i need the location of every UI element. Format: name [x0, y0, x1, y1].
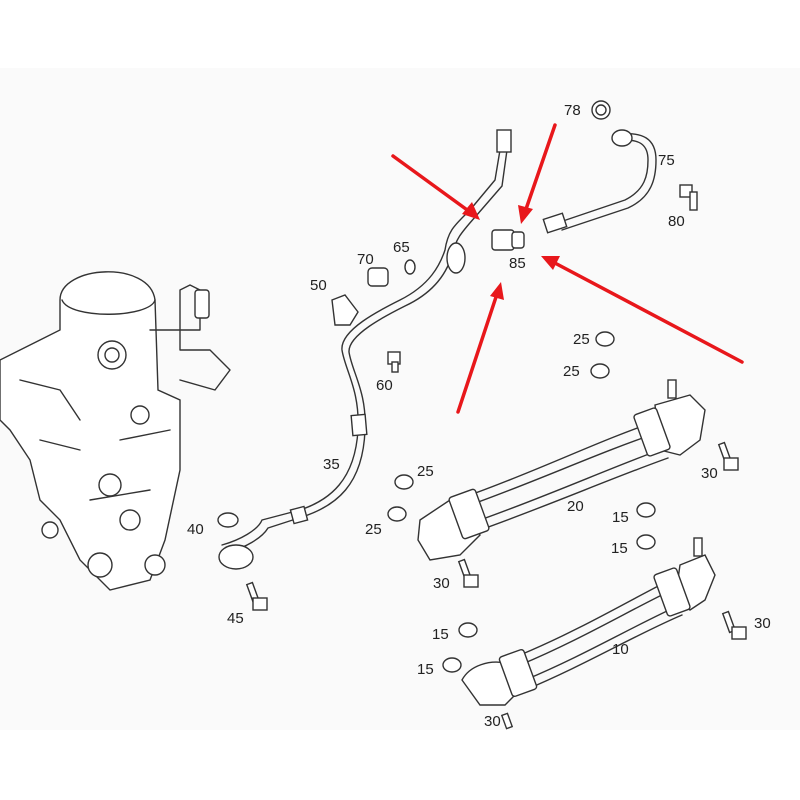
part-label: 40 [187, 521, 204, 538]
pipe-nut [496, 129, 512, 153]
part-label: 25 [365, 521, 382, 538]
hose-assembly-10 [461, 537, 716, 706]
pipe-banjo [218, 544, 254, 570]
part-label: 25 [563, 363, 580, 380]
bolts [245, 184, 747, 730]
part-label: 30 [754, 615, 771, 632]
part-label: 25 [573, 331, 590, 348]
part-label: 30 [701, 465, 718, 482]
part-label: 78 [564, 102, 581, 119]
part-label: 10 [612, 641, 629, 658]
fuel-line-35 [221, 149, 501, 546]
part-label: 35 [323, 456, 340, 473]
hose-assembly-20 [417, 379, 706, 561]
highlight-arrows [391, 123, 744, 414]
part-label: 60 [376, 377, 393, 394]
part-label: 70 [357, 251, 374, 268]
part-label: 50 [310, 277, 327, 294]
part-labels: 78 75 80 70 65 50 85 60 25 25 35 25 25 2… [187, 102, 771, 730]
part-label: 75 [658, 152, 675, 169]
part-label: 25 [417, 463, 434, 480]
part-label: 65 [393, 239, 410, 256]
part-label: 80 [668, 213, 685, 230]
sealing-washers [217, 331, 656, 673]
page-margin [0, 732, 800, 800]
fuel-line-75 [559, 139, 649, 223]
part-label: 85 [509, 255, 526, 272]
part-label: 15 [417, 661, 434, 678]
part-label: 15 [611, 540, 628, 557]
part-label: 15 [432, 626, 449, 643]
part-label: 15 [612, 509, 629, 526]
part-label: 45 [227, 610, 244, 627]
part-label: 30 [433, 575, 450, 592]
pipe-banjo [446, 242, 466, 274]
fuel-pump-assembly [0, 271, 231, 591]
part-label-cropped: 30 [484, 713, 501, 730]
part-85-connector [491, 229, 525, 251]
part-label: 20 [567, 498, 584, 515]
